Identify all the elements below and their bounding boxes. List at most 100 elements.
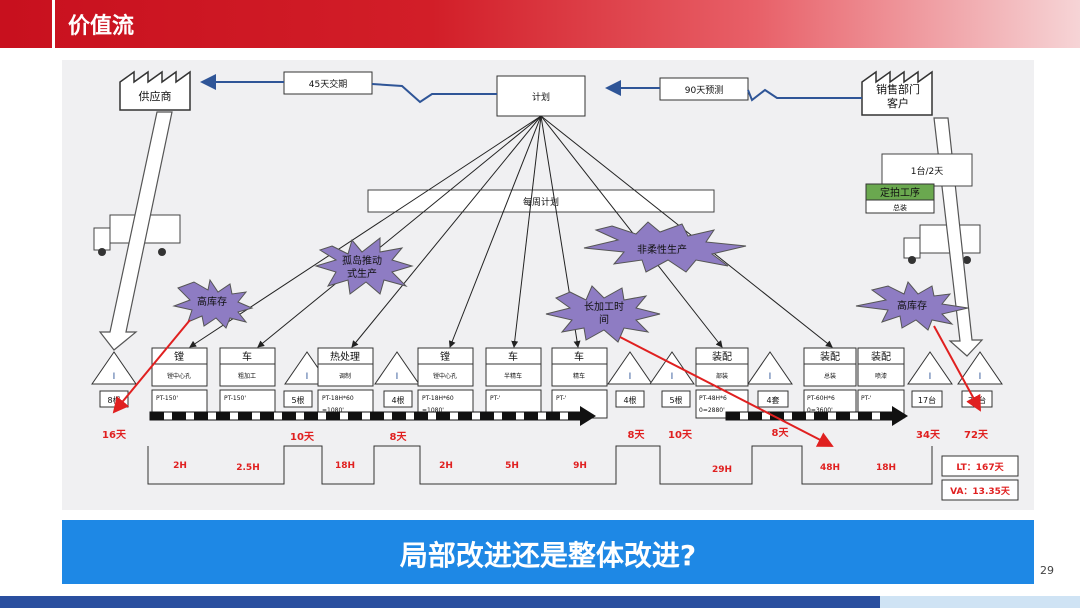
- burst-non-flexible-production: 非柔性生产: [583, 221, 747, 273]
- inventory-mark: I: [671, 372, 674, 382]
- process-sub: 喷漆: [875, 372, 887, 380]
- process-data: PT-18H*60: [422, 395, 454, 402]
- timeline-hour: 2H: [439, 461, 453, 471]
- process-box: 热处理 调制 PT-18H*60 =1080': [317, 347, 374, 419]
- timeline-hour: 2H: [173, 461, 187, 471]
- process-data: PT-': [490, 395, 501, 402]
- process-data: 0=2880': [699, 407, 725, 414]
- process-box: 车 精车 PT-': [551, 347, 608, 419]
- inventory-qty: 5根: [669, 395, 682, 405]
- timeline-day: 16天: [102, 429, 127, 441]
- timeline-hour: 18H: [876, 463, 896, 473]
- timeline-day: 8天: [390, 431, 408, 443]
- process-box: 装配 喷漆 PT-': [857, 347, 905, 419]
- process-name: 装配: [820, 350, 840, 363]
- process-box: 镗 镗中心孔 PT-150': [151, 347, 208, 419]
- process-sub: 镗中心孔: [433, 372, 457, 380]
- burst-label: 高库存: [197, 295, 227, 308]
- burst-long-processing-time: 长加工时 间: [545, 285, 661, 343]
- forecast-label: 90天预测: [685, 85, 723, 96]
- timeline-day: 8天: [772, 427, 790, 439]
- diagram-background: [62, 60, 1034, 510]
- timeline-days: 16天 10天 8天 8天 10天 8天 34天 72天: [102, 427, 989, 443]
- value-added-box: [941, 479, 1019, 501]
- inventory-qty: 4根: [391, 395, 404, 405]
- burst-high-inventory-right: 高库存: [855, 280, 969, 331]
- process-sub: 半精车: [504, 372, 522, 380]
- red-indicator-arrows: [112, 319, 981, 447]
- inventory-mark: I: [629, 372, 632, 382]
- takt-sub-label: 总装: [893, 203, 907, 212]
- process-sub: 调制: [339, 372, 351, 380]
- process-name: 车: [508, 350, 518, 363]
- inventory-mark: I: [306, 372, 309, 382]
- process-data: PT-': [556, 395, 567, 402]
- process-data: PT-60H*6: [807, 395, 835, 402]
- inventory-qty: 8根: [107, 395, 120, 405]
- process-name: 装配: [712, 350, 732, 363]
- timeline-day: 10天: [668, 429, 693, 441]
- burst-high-inventory-left: 高库存: [172, 278, 254, 329]
- supplier-factory: 供应商: [119, 70, 191, 111]
- header-accent: [52, 0, 55, 48]
- plan-box: [496, 75, 586, 117]
- process-sub: 镗中心孔: [167, 372, 191, 380]
- push-conveyor-arrow: [149, 406, 908, 426]
- timeline-hour: 2.5H: [236, 463, 259, 473]
- burst-label: 非柔性生产: [637, 243, 687, 256]
- plan-label: 计划: [532, 91, 550, 103]
- process-data: PT-150': [224, 395, 246, 402]
- process-boxes: 镗 镗中心孔 PT-150' 车 粗加工 PT-150' 热处理 调制 PT-1…: [151, 347, 905, 419]
- process-name: 热处理: [330, 350, 360, 363]
- inventory-mark: I: [113, 372, 116, 382]
- inventory-mark: I: [769, 372, 772, 382]
- daily-rate-box: [881, 153, 973, 187]
- inventory-mark: I: [396, 372, 399, 382]
- burst-island-production: 孤岛推动 式生产: [314, 236, 414, 295]
- process-data: PT-48H*6: [699, 395, 727, 402]
- page-number: 29: [1040, 564, 1054, 577]
- customer-factory: 销售部门 客户: [861, 70, 933, 116]
- process-name: 车: [242, 350, 252, 363]
- process-data: =1080': [422, 407, 444, 414]
- inventory-qty: 4根: [623, 395, 636, 405]
- inventory-mark: I: [929, 372, 932, 382]
- footer-bar: [0, 596, 1080, 608]
- value-added-label: VA：13.35天: [950, 486, 1011, 497]
- takt-process-label: 定拍工序: [880, 186, 920, 199]
- delivery-label: 45天交期: [309, 78, 347, 90]
- process-sub: 粗加工: [238, 372, 256, 380]
- banner-text: 局部改进还是整体改进?: [399, 539, 697, 572]
- process-data: =1080': [322, 407, 344, 414]
- info-arrow-customer-forecast: [747, 88, 862, 102]
- timeline-hour: 5H: [505, 461, 519, 471]
- timeline-hour: 9H: [573, 461, 587, 471]
- lead-time-box: [941, 455, 1019, 477]
- timeline-hour: 29H: [712, 465, 732, 475]
- inventory-qty: 5根: [291, 395, 304, 405]
- info-arrow-plan-delivery: [371, 83, 497, 104]
- process-box: 装配 总装 PT-60H*60=3600': [803, 347, 857, 419]
- burst-label: 高库存: [897, 299, 927, 312]
- process-sub: 部装: [716, 372, 728, 380]
- timeline-hours: 2H 2.5H 18H 2H 5H 9H 29H 48H 18H: [173, 461, 896, 475]
- process-sub: 精车: [573, 372, 585, 380]
- daily-rate-label: 1台/2天: [911, 165, 944, 177]
- supplier-shipment-arrow: [98, 111, 173, 351]
- inventory-qty: 17台: [918, 395, 936, 405]
- process-name: 装配: [871, 350, 891, 363]
- lead-time-label: LT：167天: [956, 462, 1004, 473]
- timeline-day: 34天: [916, 429, 941, 441]
- customer-label-1: 销售部门: [876, 82, 920, 96]
- timeline-day: 10天: [290, 431, 315, 443]
- process-data: PT-18H*60: [322, 395, 354, 402]
- process-box: 车 半精车 PT-': [485, 347, 542, 419]
- process-sub: 总装: [824, 372, 836, 380]
- supplier-label: 供应商: [139, 89, 172, 103]
- burst-label: 式生产: [347, 267, 377, 280]
- inventory-qty: 4套: [766, 395, 779, 405]
- footer-accent: [880, 596, 1080, 608]
- process-data: PT-150': [156, 395, 178, 402]
- timeline-day: 8天: [628, 429, 646, 441]
- process-box: 车 粗加工 PT-150': [219, 347, 276, 419]
